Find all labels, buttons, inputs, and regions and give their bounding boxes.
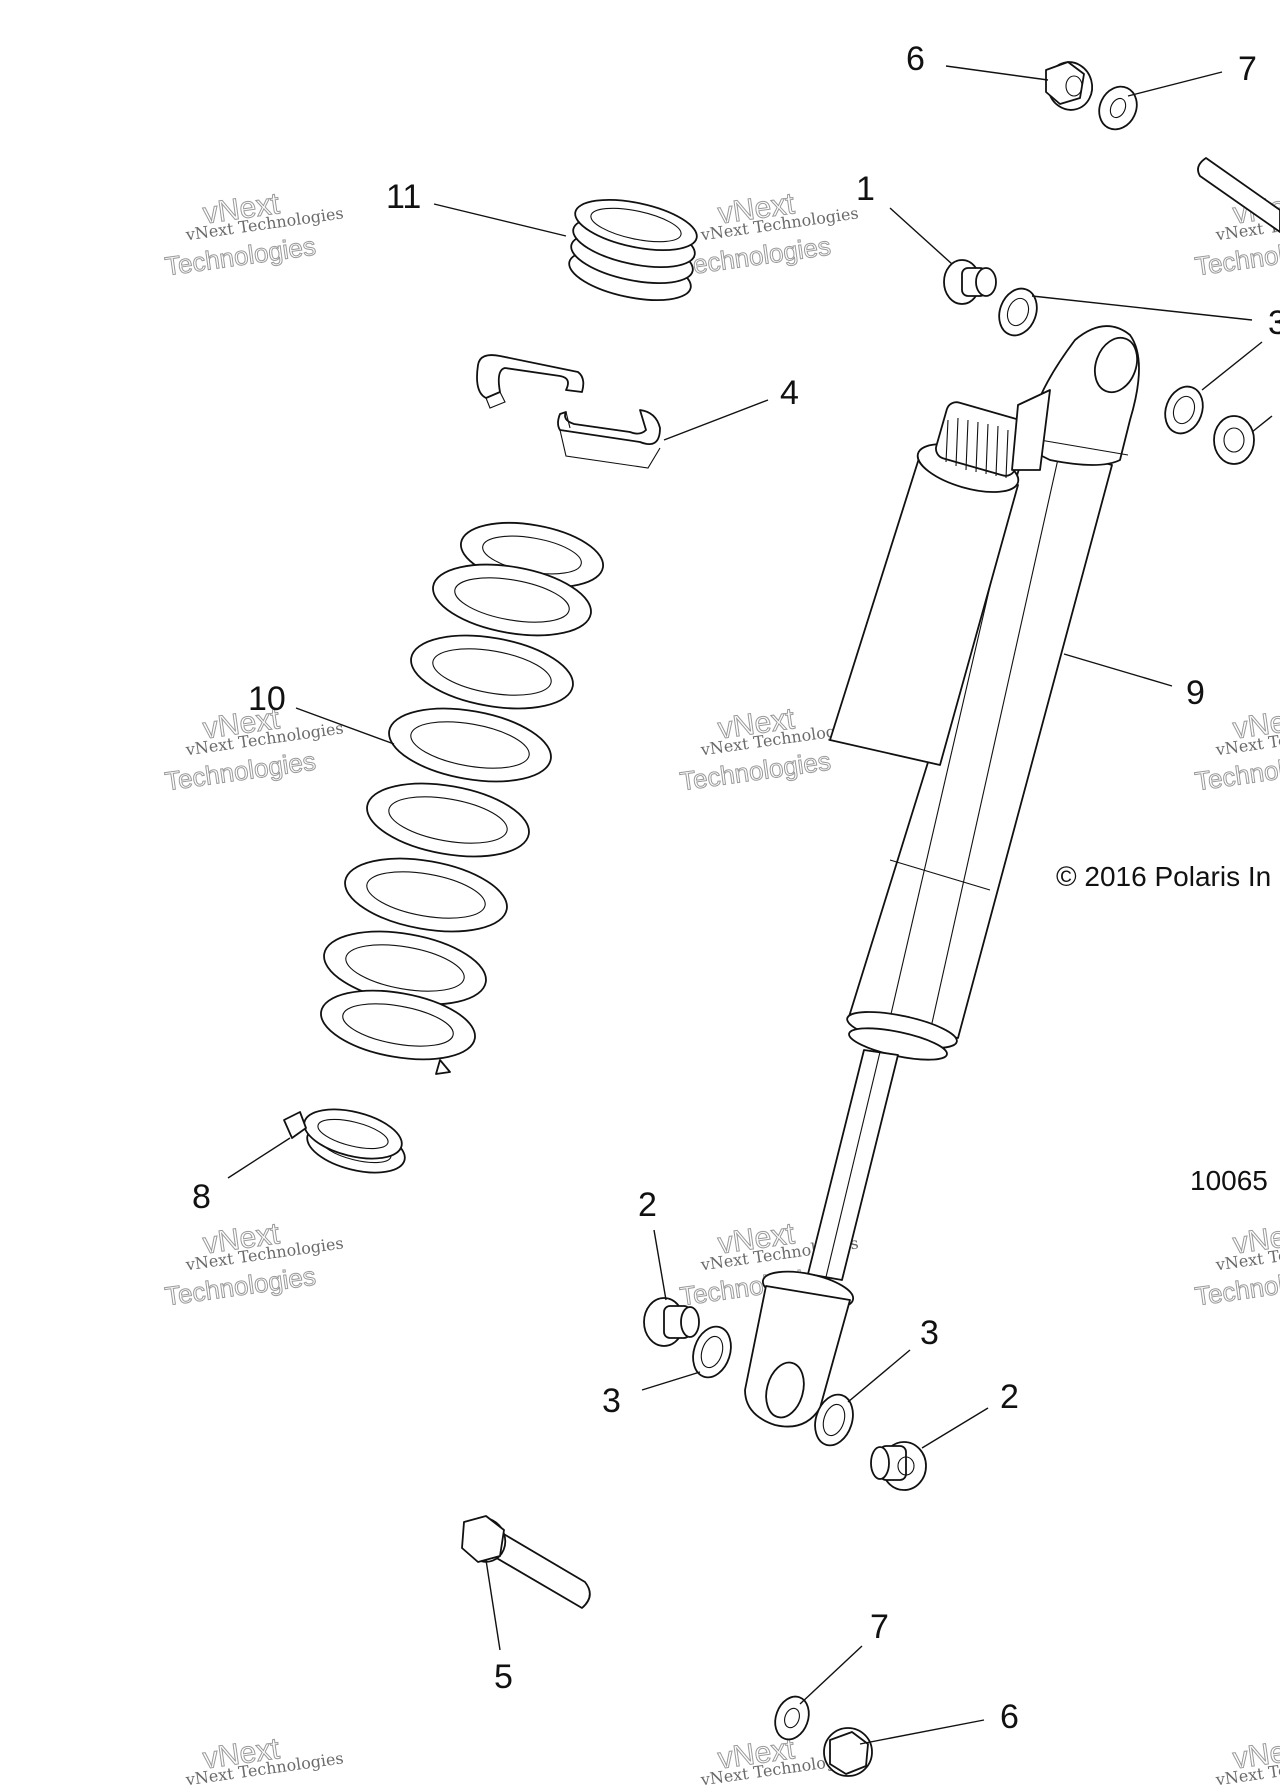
callout-label: 7	[870, 1608, 889, 1646]
leader-lines	[227, 65, 1273, 1745]
watermark: vNext vNext Technologies Technologies	[163, 187, 345, 282]
upper-spacer-part	[943, 259, 997, 305]
washer-part	[814, 1393, 854, 1447]
callout-label: 3	[920, 1314, 939, 1352]
jounce-bumper-part	[568, 199, 698, 301]
bolt-part	[1197, 157, 1280, 233]
callout-label: 9	[1186, 674, 1205, 712]
callout-label: 2	[638, 1186, 657, 1224]
watermark: vNext vNext Technologies Technologies	[1193, 1217, 1280, 1312]
copyright-text: © 2016 Polaris In	[1056, 861, 1271, 892]
figure-number: 10065	[1190, 1165, 1268, 1196]
washer-part	[998, 287, 1038, 337]
callout-label: 3	[602, 1382, 621, 1420]
callout-label: 10	[248, 680, 286, 718]
callout-label: 1	[856, 170, 875, 208]
washer-part	[774, 1695, 810, 1741]
coil-spring-part	[320, 522, 604, 1075]
callout-label: 4	[780, 374, 799, 412]
watermark: vNext vNext Technologies Technologies	[163, 1217, 345, 1312]
callout-label: 3	[1268, 304, 1280, 342]
watermark: vNext vNext Technologies Technologies	[678, 702, 860, 797]
watermark: vNext vNext Technologies Technologies	[678, 187, 860, 282]
callout-label: 5	[494, 1658, 513, 1696]
lower-spacer-part	[643, 1297, 700, 1347]
callout-label: 6	[1000, 1698, 1019, 1736]
lower-spacer-part	[870, 1441, 927, 1491]
upper-spacer-part	[1213, 415, 1255, 465]
watermark-layer: vNext vNext Technologies Technologies vN…	[163, 187, 1280, 1790]
callout-label: 7	[1238, 50, 1257, 88]
watermark: vNext vNext Technologies	[184, 1732, 345, 1790]
callout-label: 2	[1000, 1378, 1019, 1416]
washer-part	[1098, 85, 1138, 131]
spring-seat-part	[283, 1108, 406, 1174]
bolt-part	[461, 1515, 591, 1609]
watermark: vNext vNext Technologies	[1214, 1732, 1280, 1790]
washer-part	[1164, 385, 1204, 435]
flange-nut-part	[823, 1727, 873, 1777]
callout-labels: 6 7 1 3 11 4 10 9 8 2 3 3 2 5 7 6 3	[192, 40, 1280, 1736]
shock-absorber-part	[744, 325, 1140, 1428]
callout-label: 6	[906, 40, 925, 78]
washer-part	[692, 1325, 732, 1379]
flange-nut-part	[1045, 61, 1094, 111]
spring-retainer-part	[476, 354, 661, 469]
callout-label: 8	[192, 1178, 211, 1216]
callout-label: 11	[386, 178, 421, 216]
